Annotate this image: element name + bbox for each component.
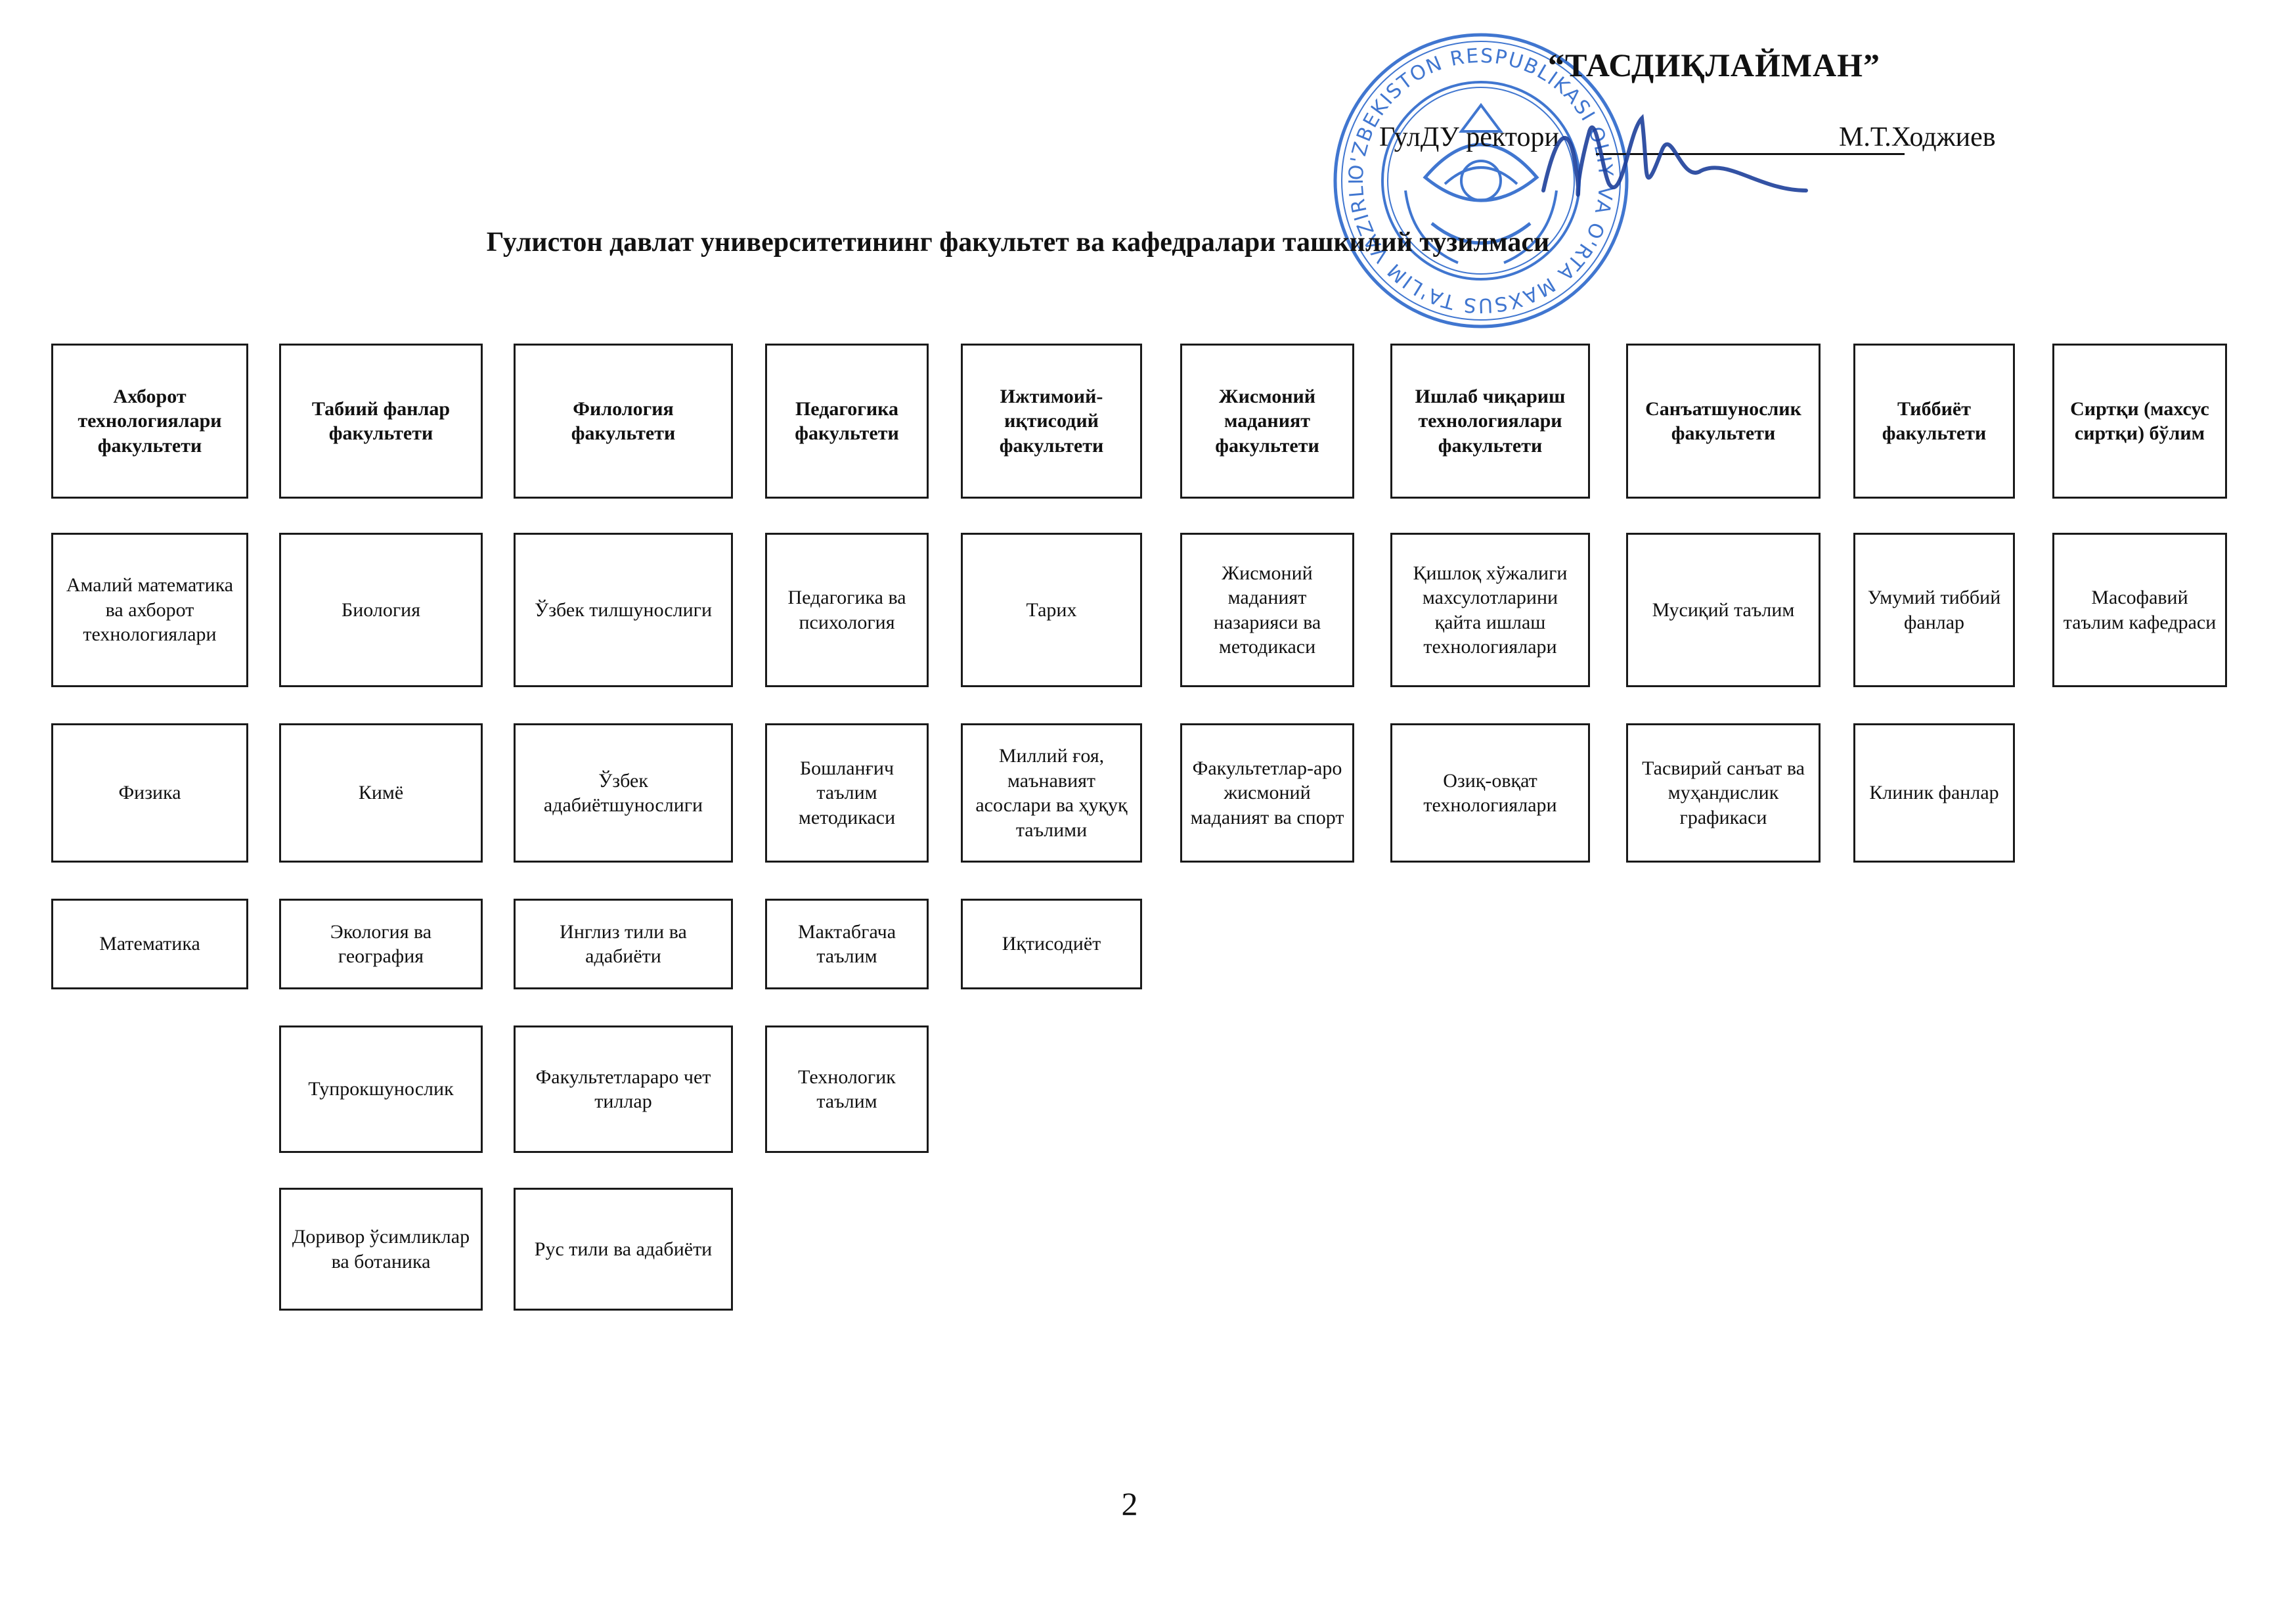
department-box: Миллий ғоя, маънавият асослари ва ҳуқуқ … xyxy=(961,723,1142,863)
department-box: Тасвирий санъат ва муҳандислик графикаси xyxy=(1626,723,1821,863)
faculty-head-pedagogy: Педагогика факультети xyxy=(765,344,929,499)
department-box: Факультетлараро чет тиллар xyxy=(514,1025,733,1153)
handwritten-signature xyxy=(1541,114,1808,197)
department-box: Жисмоний маданият назарияси ва методикас… xyxy=(1180,533,1354,687)
department-box: Мусиқий таълим xyxy=(1626,533,1821,687)
department-box: Математика xyxy=(51,899,248,989)
page-number: 2 xyxy=(1121,1485,1138,1522)
signer-name: М.Т.Ходжиев xyxy=(1839,122,1996,152)
department-box: Масофавий таълим кафедраси xyxy=(2052,533,2227,687)
university-seal: O'ZBEKISTON RESPUBLIKASI OLIY VA O'RTA M… xyxy=(1327,26,1629,328)
department-box: Экология ва география xyxy=(279,899,483,989)
department-box: Инглиз тили ва адабиёти xyxy=(514,899,733,989)
signer-role: ГулДУ ректори xyxy=(1379,122,1559,152)
department-box: Рус тили ва адабиёти xyxy=(514,1188,733,1311)
faculty-head-socio-economic: Ижтимоий-иқтисодий факультети xyxy=(961,344,1142,499)
document-title: Гулистон давлат университетининг факульт… xyxy=(486,227,1550,258)
department-box: Умумий тиббий фанлар xyxy=(1853,533,2015,687)
department-box: Озиқ-овқат технологиялари xyxy=(1390,723,1590,863)
faculty-head-correspondence: Сиртқи (махсус сиртқи) бўлим xyxy=(2052,344,2227,499)
signature-underline xyxy=(1596,153,1905,155)
department-box: Ўзбек адабиётшунослиги xyxy=(514,723,733,863)
department-box: Ўзбек тилшунослиги xyxy=(514,533,733,687)
faculty-head-medicine: Тиббиёт факультети xyxy=(1853,344,2015,499)
department-box: Физика xyxy=(51,723,248,863)
department-box: Клиник фанлар xyxy=(1853,723,2015,863)
department-box: Иқтисодиёт xyxy=(961,899,1142,989)
faculty-head-physical-culture: Жисмоний маданият факультети xyxy=(1180,344,1354,499)
department-box: Педагогика ва психология xyxy=(765,533,929,687)
department-box: Технологик таълим xyxy=(765,1025,929,1153)
department-box: Тарих xyxy=(961,533,1142,687)
department-box: Амалий математика ва ахборот технологиял… xyxy=(51,533,248,687)
department-box: Тупрокшунослик xyxy=(279,1025,483,1153)
approval-title: “ТАСДИҚЛАЙМАН” xyxy=(1547,47,1881,83)
department-box: Факультетлар-аро жисмоний маданият ва сп… xyxy=(1180,723,1354,863)
faculty-head-natural-sciences: Табиий фанлар факультети xyxy=(279,344,483,499)
faculty-head-production-tech: Ишлаб чиқариш технологиялари факультети xyxy=(1390,344,1590,499)
department-box: Биология xyxy=(279,533,483,687)
department-box: Бошланғич таълим методикаси xyxy=(765,723,929,863)
department-box: Мактабгача таълим xyxy=(765,899,929,989)
approval-signature-line: ГулДУ ректори М.Т.Ходжиев xyxy=(1379,122,2036,161)
faculty-head-art-studies: Санъатшунослик факультети xyxy=(1626,344,1821,499)
faculty-head-philology: Филология факультети xyxy=(514,344,733,499)
department-box: Қишлоқ хўжалиги махсулотларини қайта ишл… xyxy=(1390,533,1590,687)
faculty-head-it: Ахборот технологиялари факультети xyxy=(51,344,248,499)
department-box: Доривор ўсимликлар ва ботаника xyxy=(279,1188,483,1311)
department-box: Кимё xyxy=(279,723,483,863)
